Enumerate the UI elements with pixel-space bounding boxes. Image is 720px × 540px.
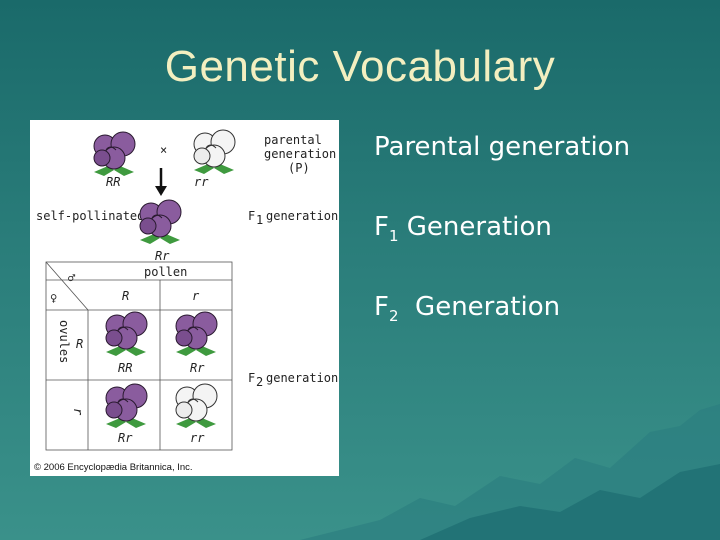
ovule-r: r bbox=[71, 408, 85, 416]
bullet-subscript: 1 bbox=[388, 227, 399, 245]
grid-cell-genotype: rr bbox=[190, 431, 205, 445]
genetics-figure: × RR rr parental generation (P) self-pol… bbox=[30, 120, 339, 476]
purple-flower-icon bbox=[139, 199, 182, 245]
parental-label-line2: generation bbox=[264, 147, 336, 161]
male-symbol-icon: ♂ bbox=[68, 271, 75, 285]
white-flower-icon bbox=[193, 129, 236, 175]
mountain-decoration bbox=[300, 404, 720, 540]
white-flower-icon bbox=[175, 383, 218, 429]
parent-right-genotype: rr bbox=[194, 175, 209, 189]
grid-cell-genotype: RR bbox=[118, 361, 132, 375]
bullet-text: F bbox=[374, 292, 389, 322]
pollen-R: R bbox=[122, 289, 129, 303]
grid-cell-genotype: Rr bbox=[118, 431, 133, 445]
f2-prefix: F bbox=[248, 371, 255, 385]
slide-title: Genetic Vocabulary bbox=[164, 42, 556, 91]
female-symbol-icon: ♀ bbox=[50, 291, 57, 305]
bullet-subscript: 2 bbox=[388, 307, 399, 325]
parental-label-line3: (P) bbox=[288, 161, 310, 175]
purple-flower-icon bbox=[93, 131, 136, 177]
f2-sub: 2 bbox=[256, 375, 263, 389]
punnett-grid bbox=[45, 261, 233, 451]
parental-label-line1: parental bbox=[264, 133, 322, 147]
bullet-text: F bbox=[374, 212, 389, 242]
bullet-f1-generation: F1 Generation bbox=[374, 212, 552, 245]
bullet-text-rest: Generation bbox=[398, 292, 561, 322]
self-pollinated-label: self-pollinated bbox=[36, 209, 144, 223]
purple-flower-icon bbox=[105, 311, 148, 357]
cross-symbol: × bbox=[160, 143, 167, 157]
copyright-text: © 2006 Encyclopædia Britannica, Inc. bbox=[34, 462, 193, 473]
purple-flower-icon bbox=[175, 311, 218, 357]
pollen-r: r bbox=[192, 289, 200, 303]
f1-sub: 1 bbox=[256, 213, 263, 227]
bullet-parental-generation: Parental generation bbox=[374, 132, 630, 162]
parent-left-genotype: RR bbox=[106, 175, 120, 189]
f1-prefix: F bbox=[248, 209, 255, 223]
grid-cell-genotype: Rr bbox=[190, 361, 205, 375]
f1-generation-label: generation bbox=[266, 209, 338, 223]
ovules-label: ovules bbox=[57, 320, 71, 363]
arrow-head-icon bbox=[155, 186, 167, 196]
purple-flower-icon bbox=[105, 383, 148, 429]
pollen-label: pollen bbox=[144, 265, 187, 279]
bullet-text-rest: Generation bbox=[398, 212, 552, 242]
bullet-f2-generation: F2 Generation bbox=[374, 292, 560, 325]
f2-generation-label: generation bbox=[266, 371, 338, 385]
bullet-text: Parental generation bbox=[374, 132, 631, 162]
f1-genotype: Rr bbox=[155, 249, 170, 263]
ovule-R: R bbox=[76, 337, 83, 351]
